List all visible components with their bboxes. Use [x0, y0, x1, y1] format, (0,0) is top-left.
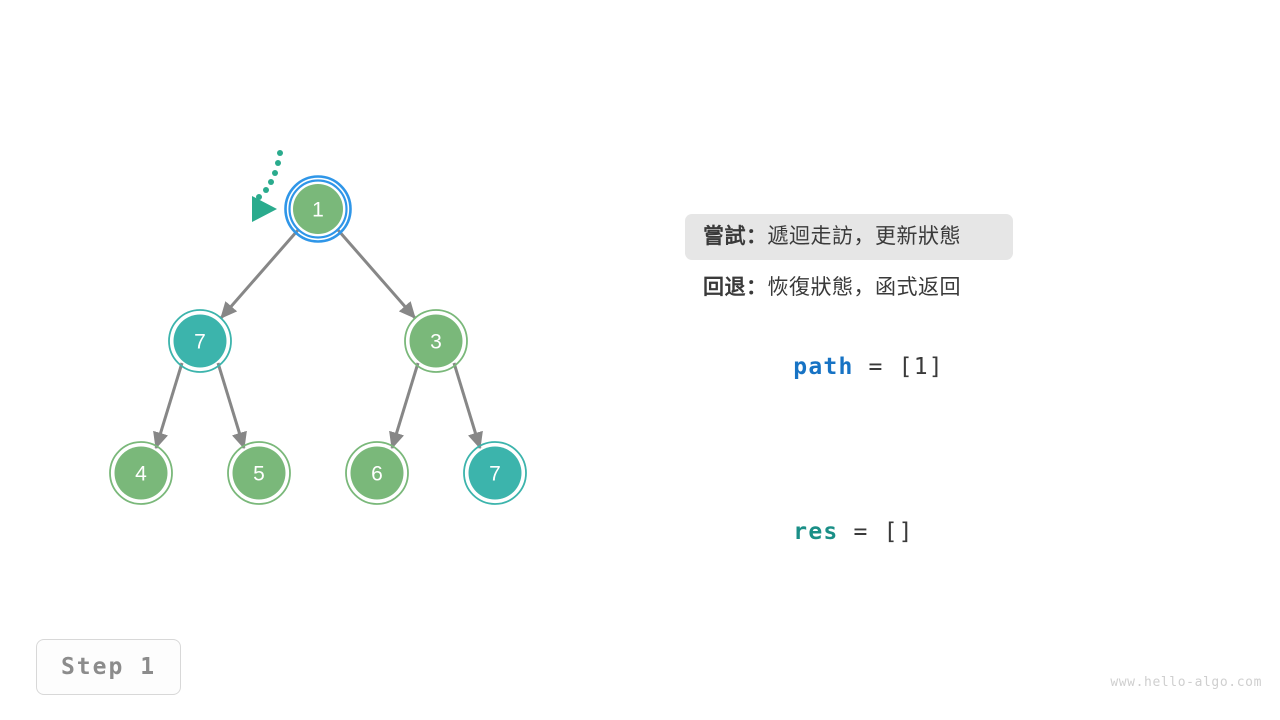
tree-node-4[interactable]: 4: [109, 441, 173, 505]
node-fill: [468, 446, 522, 500]
node-ring: [227, 441, 291, 505]
pointer-trail-dot: [277, 150, 283, 156]
tree-node-6[interactable]: 6: [345, 441, 409, 505]
step-badge: Step 1: [36, 639, 181, 695]
node-label: 5: [253, 463, 265, 486]
node-fill: [114, 446, 168, 500]
node-fill: [173, 314, 227, 368]
node-label: 7: [489, 463, 501, 486]
edge-3-to-7: [452, 362, 483, 450]
pointer-trail-dot: [268, 179, 274, 185]
node-label: 6: [371, 463, 383, 486]
recursion-pointer-icon: [252, 150, 283, 222]
backtrack-step-line: 回退：恢復狀態，函式返回: [685, 277, 1205, 298]
edge-1-to-3: [336, 229, 417, 319]
state-info-panel: 嘗試：遞迴走訪，更新狀態 回退：恢復狀態，函式返回 path = [1] res…: [685, 214, 1205, 567]
tree-node-3[interactable]: 3: [404, 309, 468, 373]
node-label: 4: [135, 463, 147, 486]
node-fill: [293, 184, 343, 234]
node-active-ring: [284, 175, 352, 243]
node-ring: [345, 441, 409, 505]
node-label: 3: [430, 331, 442, 354]
node-fill: [232, 446, 286, 500]
pointer-trail-dot: [256, 194, 262, 200]
try-step-key: 嘗試：: [703, 225, 768, 248]
node-ring: [404, 309, 468, 373]
pointer-trail-dot: [272, 170, 278, 176]
tree-nodes: 1 7 3 4 5: [109, 175, 527, 505]
backtrack-step-key: 回退：: [703, 276, 768, 299]
watermark: www.hello-algo.com: [1110, 675, 1262, 690]
path-variable-name: path: [793, 354, 854, 380]
node-ring: [463, 441, 527, 505]
try-step-value: 遞迴走訪，更新狀態: [767, 225, 961, 248]
binary-tree-diagram: 1 7 3 4 5: [109, 150, 527, 505]
res-variable-name: res: [793, 519, 839, 545]
edge-7-to-5: [216, 362, 247, 450]
node-fill: [350, 446, 404, 500]
node-ring: [168, 309, 232, 373]
path-variable-value: = [1]: [853, 354, 944, 380]
pointer-triangle-icon: [252, 196, 277, 222]
step-badge-label: Step 1: [60, 654, 157, 680]
node-fill: [409, 314, 463, 368]
tree-node-1[interactable]: 1: [284, 175, 352, 243]
tree-node-7-right[interactable]: 7: [463, 441, 527, 505]
edge-3-to-6: [389, 362, 420, 450]
tree-edges: [153, 229, 483, 450]
try-step-line: 嘗試：遞迴走訪，更新狀態: [685, 214, 1013, 260]
edge-1-to-7: [219, 229, 300, 319]
edge-7-to-4: [153, 362, 184, 450]
res-variable-value: = []: [838, 519, 914, 545]
node-inner-ring: [288, 179, 348, 239]
pointer-trail-dot: [263, 187, 269, 193]
tree-node-5[interactable]: 5: [227, 441, 291, 505]
node-label: 1: [312, 199, 324, 222]
backtrack-step-value: 恢復狀態，函式返回: [767, 276, 961, 299]
node-label: 7: [194, 331, 206, 354]
res-variable-line: res = []: [685, 498, 1205, 567]
path-variable-line: path = [1]: [685, 333, 1205, 402]
pointer-trail-dot: [275, 160, 281, 166]
tree-node-7-left[interactable]: 7: [168, 309, 232, 373]
node-ring: [109, 441, 173, 505]
